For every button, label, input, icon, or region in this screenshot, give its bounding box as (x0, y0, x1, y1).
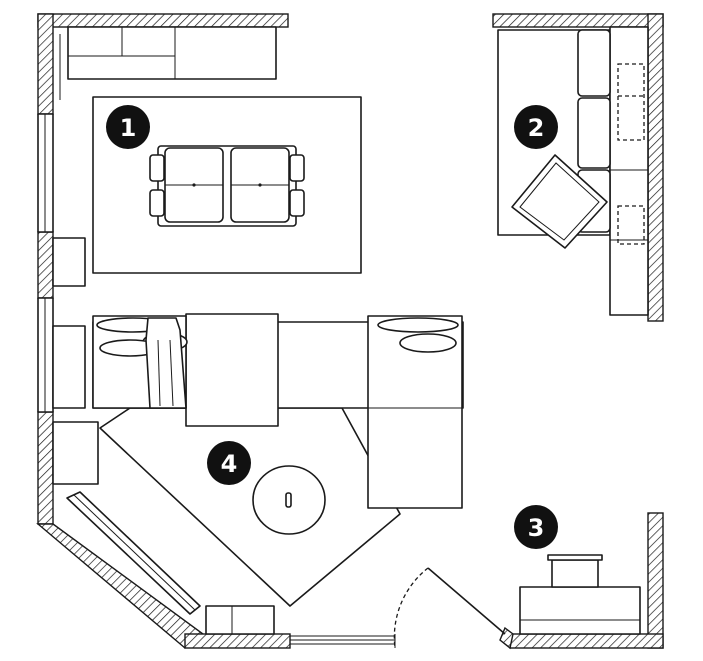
zone-badge-3: 3 (514, 505, 558, 549)
desk (519, 586, 641, 635)
wall-bottom-right (509, 633, 664, 649)
wall-top-right (492, 13, 664, 28)
walls (36, 13, 664, 650)
svg-text:1: 1 (120, 114, 137, 142)
wall-left-top (37, 13, 54, 115)
lamp-icon (551, 559, 599, 588)
zone-badge-2: 2 (514, 105, 558, 149)
dining-table-icon (149, 145, 305, 227)
cushion-icon (577, 29, 611, 97)
wall-top-left (37, 13, 289, 28)
side-table-left (52, 325, 86, 409)
wall-right-lower (647, 512, 664, 649)
wall-right-upper (647, 13, 664, 322)
svg-text:4: 4 (221, 450, 238, 478)
svg-text:3: 3 (528, 514, 545, 542)
lounge-area (52, 313, 464, 635)
dining-area (52, 26, 362, 287)
window-icon (37, 113, 395, 645)
coffee-table (252, 465, 326, 535)
rug-diamond (99, 407, 401, 607)
door-swing-icon (393, 567, 506, 649)
wall-left-mid (37, 231, 54, 299)
sideboard (67, 26, 277, 80)
svg-text:2: 2 (528, 114, 545, 142)
sectional-sofa (92, 313, 464, 509)
desk-area (519, 554, 641, 635)
side-cabinet (52, 237, 86, 287)
zone-badge-1: 1 (106, 105, 150, 149)
zone-badge-4: 4 (207, 441, 251, 485)
daybed-area (497, 26, 649, 316)
wall-left-low (37, 411, 54, 525)
wall-bottom-left (184, 633, 291, 649)
rug-icon (92, 96, 362, 274)
corner-shelf (52, 421, 99, 485)
radiator (205, 605, 275, 635)
